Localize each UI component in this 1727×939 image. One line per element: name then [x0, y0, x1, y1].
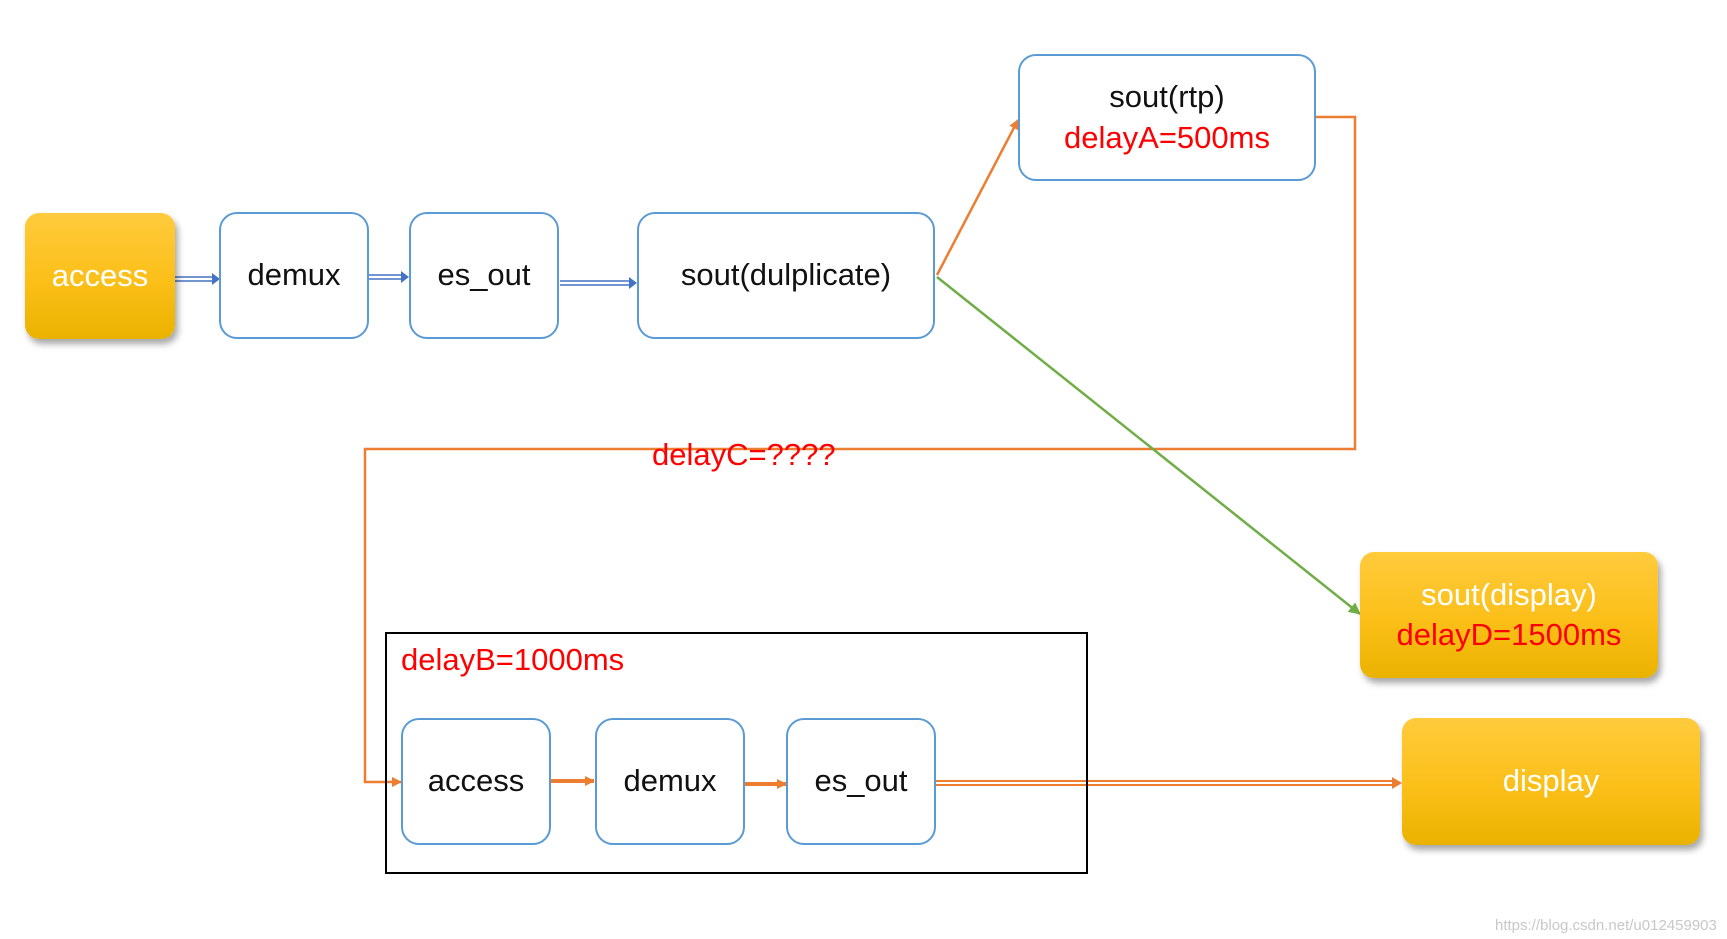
arrow-esout-to-display [935, 777, 1402, 789]
receiver-group-box [385, 632, 1088, 874]
sout-duplicate-node[interactable]: sout(dulplicate) [637, 212, 935, 339]
watermark: https://blog.csdn.net/u012459903 [1495, 917, 1717, 934]
access-label: access [51, 257, 149, 293]
demux-node[interactable]: demux [219, 212, 369, 339]
sout-rtp-title: sout(rtp) [1109, 79, 1225, 115]
arrow-esout-to-duplicate [560, 277, 637, 289]
remote-demux-node[interactable]: demux [595, 718, 745, 845]
access-node[interactable]: access [25, 213, 175, 339]
delay-c-label: delayC=???? [652, 437, 836, 472]
remote-access-node[interactable]: access [401, 718, 551, 845]
display-label: display [1502, 763, 1600, 799]
arrow-duplicate-to-rtp [935, 119, 1020, 276]
delay-d-label: delayD=1500ms [1396, 617, 1622, 652]
arrow-demux-to-esout [367, 271, 409, 283]
remote-es-out-node[interactable]: es_out [786, 718, 936, 845]
remote-es-out-label: es_out [814, 763, 908, 799]
sout-duplicate-label: sout(dulplicate) [680, 257, 892, 293]
delay-b-label: delayB=1000ms [401, 642, 625, 677]
sout-display-node[interactable]: sout(display) delayD=1500ms [1360, 552, 1658, 678]
delay-a-label: delayA=500ms [1064, 119, 1270, 155]
remote-access-label: access [427, 763, 525, 799]
sout-display-title: sout(display) [1421, 576, 1597, 612]
es-out-label: es_out [437, 257, 531, 293]
es-out-node[interactable]: es_out [409, 212, 559, 339]
arrow-rtp-to-remote-access [363, 115, 1357, 787]
remote-demux-label: demux [623, 763, 717, 799]
arrow-access-to-demux [174, 273, 220, 285]
sout-rtp-node[interactable]: sout(rtp) delayA=500ms [1018, 54, 1316, 181]
demux-label: demux [247, 257, 341, 293]
display-node[interactable]: display [1402, 718, 1700, 845]
arrow-duplicate-to-display [936, 276, 1361, 615]
